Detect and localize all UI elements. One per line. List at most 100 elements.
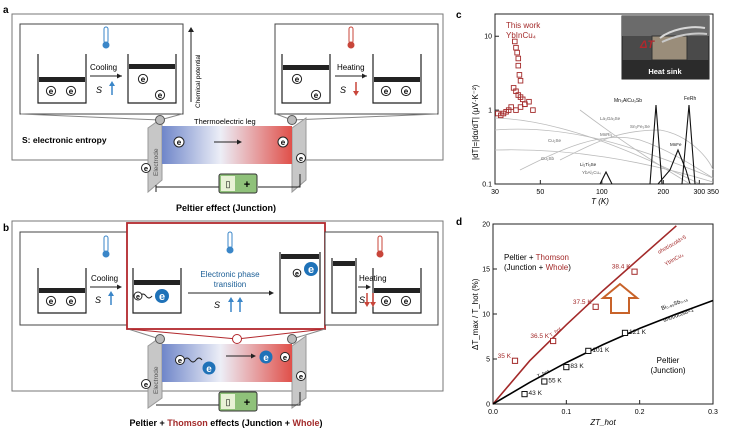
beaker	[37, 268, 87, 314]
transition-label-1: Electronic phase	[200, 270, 260, 279]
level-bar	[129, 64, 175, 69]
arrow-head	[353, 91, 359, 96]
arrow-head	[370, 302, 376, 307]
entropy-symbol: S	[359, 295, 365, 305]
svg-text:MnFe: MnFe	[670, 142, 682, 147]
x-tick-label: 0.2	[635, 409, 645, 416]
heating-box	[324, 231, 439, 326]
arrow-head	[362, 73, 367, 79]
y-tick-label: 10	[484, 34, 492, 41]
svg-text:e: e	[144, 164, 148, 173]
data-point	[495, 110, 501, 117]
y-tick-label: 10	[482, 312, 490, 319]
transition-label-2: transition	[214, 280, 246, 289]
panel-a-caption: Peltier effect (Junction)	[176, 203, 276, 213]
electron: e	[291, 73, 303, 85]
chart-c-peaks	[599, 104, 705, 185]
x-tick-label: 0.1	[561, 409, 571, 416]
chem-potential-label: Chemical potential	[195, 54, 202, 108]
large-electron: e	[259, 350, 273, 364]
svg-text:Cu₂Se: Cu₂Se	[548, 138, 562, 143]
phase-transition-point	[232, 334, 242, 344]
leg-label: Thermoelectric leg	[194, 117, 256, 126]
chart-d-ylabel: ΔT_max / T_hot (%)	[471, 278, 480, 350]
electron: e	[154, 89, 166, 101]
svg-text:e: e	[158, 91, 163, 100]
thermoelectric-leg	[162, 126, 292, 164]
data-point	[512, 38, 518, 45]
heating-label: Heating	[337, 63, 365, 72]
arrow-head	[117, 284, 122, 290]
arrow-head	[228, 297, 234, 302]
data-point	[621, 329, 629, 336]
x-tick-label: 0.3	[708, 409, 718, 416]
panel-b-caption: Peltier + Thomson effects (Junction + Wh…	[129, 418, 322, 428]
svg-text:▯: ▯	[226, 397, 231, 407]
svg-text:YbAl₂Cu₄: YbAl₂Cu₄	[582, 170, 601, 175]
electron: e	[380, 295, 392, 307]
electron: e	[45, 295, 57, 307]
level-bar	[283, 65, 329, 70]
cooling-label: Cooling	[90, 63, 117, 72]
up-arrow-icon	[600, 282, 640, 314]
arrow-head	[251, 353, 256, 359]
electron: e	[310, 89, 322, 101]
svg-text:Li₂Ti₃Se: Li₂Ti₃Se	[580, 162, 597, 167]
this-work-material: YbInCu₄	[506, 31, 536, 40]
data-point	[517, 104, 524, 110]
svg-text:e: e	[69, 87, 74, 96]
beaker-right-after	[372, 54, 422, 104]
svg-text:e: e	[299, 154, 303, 163]
svg-text:e: e	[49, 87, 54, 96]
svg-text:e: e	[384, 87, 389, 96]
zoom-line	[236, 328, 326, 340]
delta-t-label: ΔT	[639, 39, 655, 51]
heating-label: Heating	[359, 274, 387, 283]
svg-text:e: e	[159, 291, 165, 303]
y-tick-label: 0.1	[482, 182, 492, 189]
electron: e	[45, 85, 57, 97]
arrow-head	[109, 81, 115, 86]
electrode-label: Electrode	[153, 148, 160, 176]
electron: e	[277, 136, 289, 148]
arrow-head	[366, 284, 371, 290]
electron: e	[296, 153, 306, 163]
beaker-right-before	[281, 54, 331, 104]
svg-text:e: e	[281, 138, 286, 147]
svg-text:Mn₃AlCu₃Sb: Mn₃AlCu₃Sb	[614, 98, 642, 104]
svg-text:e: e	[295, 271, 299, 278]
entropy-symbol: S	[96, 85, 102, 95]
svg-text:e: e	[177, 138, 182, 147]
electron: e	[380, 85, 392, 97]
data-point	[563, 364, 570, 371]
inset-photo: ΔT Heat sink	[621, 15, 710, 80]
svg-text:e: e	[144, 380, 148, 389]
arrow-head	[188, 27, 194, 32]
y-tick-label: 5	[486, 357, 490, 364]
electron: e	[137, 73, 149, 85]
series-line	[492, 299, 714, 405]
cooling-label: Cooling	[91, 274, 118, 283]
thermometer-hot-icon	[347, 26, 355, 49]
chart-c-ylabel: |dT|=|dα/dT| (μV·K⁻²)	[471, 84, 480, 160]
data-point	[550, 337, 557, 345]
svg-text:+: +	[244, 397, 250, 409]
junction-left	[155, 334, 165, 344]
heat-sink-label: Heat sink	[648, 67, 682, 76]
x-tick-label: 30	[491, 189, 499, 196]
zoom-line	[20, 113, 161, 121]
y-tick-label: 15	[482, 267, 490, 274]
lower-thot-label: T_hot	[536, 369, 551, 380]
y-tick-label: 0	[486, 402, 490, 409]
data-label: 35 K	[498, 353, 512, 360]
data-label: 101 K	[592, 347, 610, 354]
panel-a-letter: a	[3, 5, 9, 16]
x-tick-label: 0.0	[488, 409, 498, 416]
circuit-wire	[258, 174, 301, 188]
data-label: 36.5 K	[530, 333, 549, 340]
level-bar	[374, 288, 420, 293]
legend-lower-line2: (Junction)	[650, 366, 685, 375]
thermoelectric-leg	[162, 344, 292, 382]
